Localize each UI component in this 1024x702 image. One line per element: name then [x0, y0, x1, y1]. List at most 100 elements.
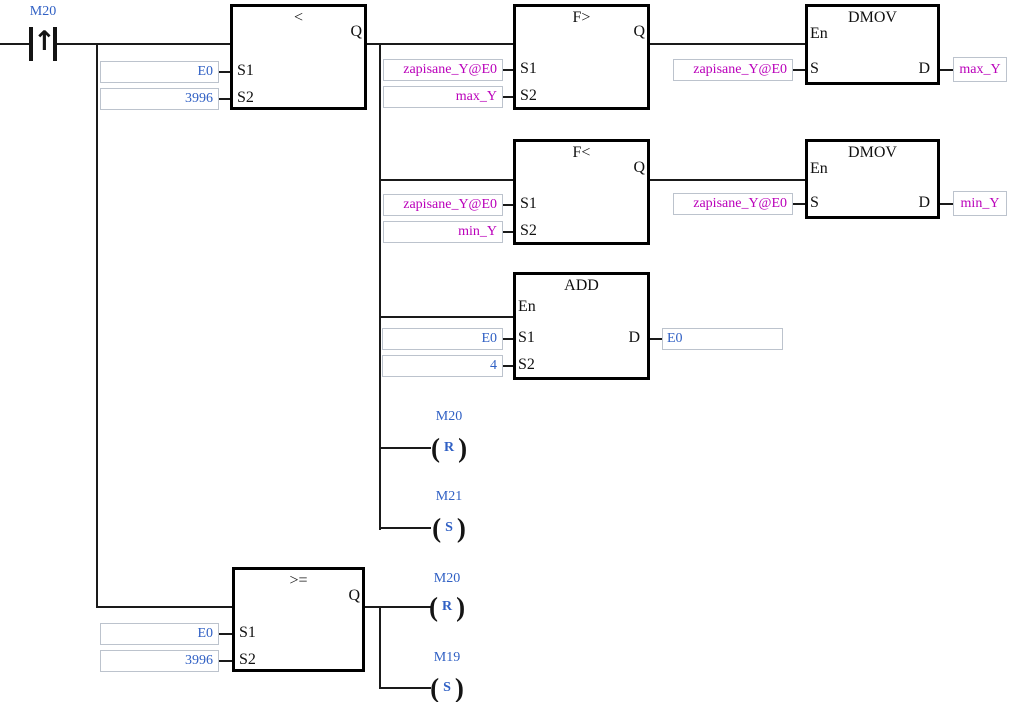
contact-label: M20 — [29, 4, 57, 19]
pin-label-s2: S2 — [520, 87, 537, 104]
operand-value: E0 — [481, 331, 497, 346]
operand-box-dmov-max-d[interactable]: max_Y — [953, 57, 1007, 82]
set-coil-icon: ( S ) — [426, 673, 468, 702]
pin-label-en: En — [518, 298, 536, 315]
function-block-f-gt[interactable] — [513, 4, 650, 110]
operand-box-dmov-min-s[interactable]: zapisane_Y@E0 — [673, 193, 793, 215]
function-block-dmov-min[interactable] — [805, 139, 940, 219]
pin-label-d: D — [628, 329, 640, 346]
wire-f-lt-s2-stub — [503, 231, 513, 233]
wire-cmp-lt-s2-stub — [218, 98, 232, 100]
function-block-dmov-max[interactable] — [805, 4, 940, 85]
function-block-f-lt[interactable] — [513, 139, 650, 245]
rising-edge-arrow-icon: ↑ — [33, 26, 56, 57]
operand-value: zapisane_Y@E0 — [693, 62, 787, 77]
wire-cmp-ge-s2-stub — [218, 660, 232, 662]
operand-box-f-gt-s2[interactable]: max_Y — [383, 86, 503, 108]
wire-dmov-max-s-stub — [793, 69, 805, 71]
pin-label-s1: S1 — [520, 195, 537, 212]
pin-label-s1: S1 — [237, 62, 254, 79]
coil-label: M19 — [433, 650, 461, 665]
wire-cmp-lt-s1-stub — [218, 71, 232, 73]
coil-paren-open: ( — [430, 673, 440, 702]
coil-label: M20 — [433, 571, 461, 586]
operand-value: max_Y — [455, 89, 497, 104]
pin-label-en: En — [810, 160, 828, 177]
block-title-cmp-ge: >= — [289, 572, 308, 589]
operand-box-dmov-min-d[interactable]: min_Y — [953, 191, 1007, 216]
coil-paren-close: ) — [458, 433, 468, 463]
coil-paren-open: ( — [430, 433, 440, 463]
operand-value: min_Y — [458, 224, 497, 239]
operand-value: E0 — [197, 626, 213, 641]
wire-rail-left — [0, 43, 30, 45]
operand-box-cmp-ge-s2[interactable]: 3996 — [100, 650, 219, 672]
operand-value: zapisane_Y@E0 — [693, 196, 787, 211]
contact-bar-right — [53, 27, 57, 61]
pin-label-d: D — [918, 194, 930, 211]
coil-paren-close: ) — [456, 513, 466, 543]
operand-box-add-d[interactable]: E0 — [662, 328, 783, 350]
coil-letter: R — [443, 440, 455, 455]
operand-value: E0 — [667, 331, 683, 346]
wire-rail-to-cmp-lt — [57, 43, 233, 45]
operand-box-add-s1[interactable]: E0 — [382, 328, 503, 350]
wire-add-s1-stub — [503, 338, 513, 340]
operand-box-dmov-max-s[interactable]: zapisane_Y@E0 — [673, 59, 793, 81]
operand-box-cmp-ge-s1[interactable]: E0 — [100, 623, 219, 645]
reset-coil-icon: ( R ) — [428, 433, 470, 463]
operand-box-cmp-lt-s1[interactable]: E0 — [100, 61, 219, 83]
operand-value: max_Y — [959, 61, 1001, 77]
block-title-dmov-max: DMOV — [848, 9, 897, 26]
wire-to-f-lt — [379, 179, 515, 181]
function-block-cmp-lt[interactable] — [230, 4, 367, 110]
function-block-cmp-ge[interactable] — [232, 567, 365, 672]
pin-label-d: D — [918, 60, 930, 77]
coil-letter: R — [441, 599, 453, 614]
pin-label-en: En — [810, 25, 828, 42]
block-title-dmov-min: DMOV — [848, 144, 897, 161]
wire-f-gt-s1-stub — [503, 69, 513, 71]
wire-bus-a-to-cmp-ge — [96, 606, 233, 608]
pin-label-s2: S2 — [518, 356, 535, 373]
wire-bus-b — [379, 43, 381, 530]
operand-box-f-lt-s1[interactable]: zapisane_Y@E0 — [383, 194, 503, 216]
wire-branch-bottom — [379, 606, 381, 689]
operand-box-cmp-lt-s2[interactable]: 3996 — [100, 88, 219, 110]
pin-label-s: S — [810, 60, 819, 77]
wire-dmov-max-d-stub — [938, 69, 953, 71]
operand-value: 3996 — [185, 653, 213, 668]
operand-value: zapisane_Y@E0 — [403, 62, 497, 77]
set-coil-icon: ( S ) — [428, 513, 470, 543]
contact-bar-left — [29, 27, 33, 61]
coil-paren-close: ) — [456, 592, 466, 622]
coil-letter: S — [445, 520, 453, 535]
wire-cmp-ge-q-out — [362, 606, 431, 608]
wire-bus-a — [96, 43, 98, 608]
coil-paren-open: ( — [428, 592, 438, 622]
wire-to-coil-m20-reset — [379, 447, 431, 449]
operand-box-f-gt-s1[interactable]: zapisane_Y@E0 — [383, 59, 503, 81]
operand-value: zapisane_Y@E0 — [403, 197, 497, 212]
operand-box-add-s2[interactable]: 4 — [382, 355, 503, 377]
wire-dmov-min-s-stub — [793, 203, 805, 205]
coil-paren-open: ( — [432, 513, 442, 543]
reset-coil-icon: ( R ) — [426, 592, 468, 622]
wire-f-lt-q-to-dmov — [648, 179, 805, 181]
wire-dmov-min-d-stub — [938, 203, 953, 205]
operand-value: E0 — [197, 64, 213, 79]
pin-label-s: S — [810, 194, 819, 211]
wire-add-s2-stub — [503, 365, 513, 367]
pin-label-q: Q — [348, 587, 360, 604]
wire-f-gt-s2-stub — [503, 96, 513, 98]
coil-label: M21 — [435, 489, 463, 504]
wire-cmp-ge-s1-stub — [218, 633, 232, 635]
operand-box-f-lt-s2[interactable]: min_Y — [383, 221, 503, 243]
function-block-add[interactable] — [513, 272, 650, 380]
coil-paren-close: ) — [454, 673, 464, 702]
wire-f-lt-s1-stub — [503, 204, 513, 206]
wire-to-coil-m21-set — [379, 527, 431, 529]
wire-to-add-en — [379, 316, 515, 318]
operand-value: 4 — [490, 358, 497, 373]
block-title-f-gt: F> — [572, 9, 591, 26]
